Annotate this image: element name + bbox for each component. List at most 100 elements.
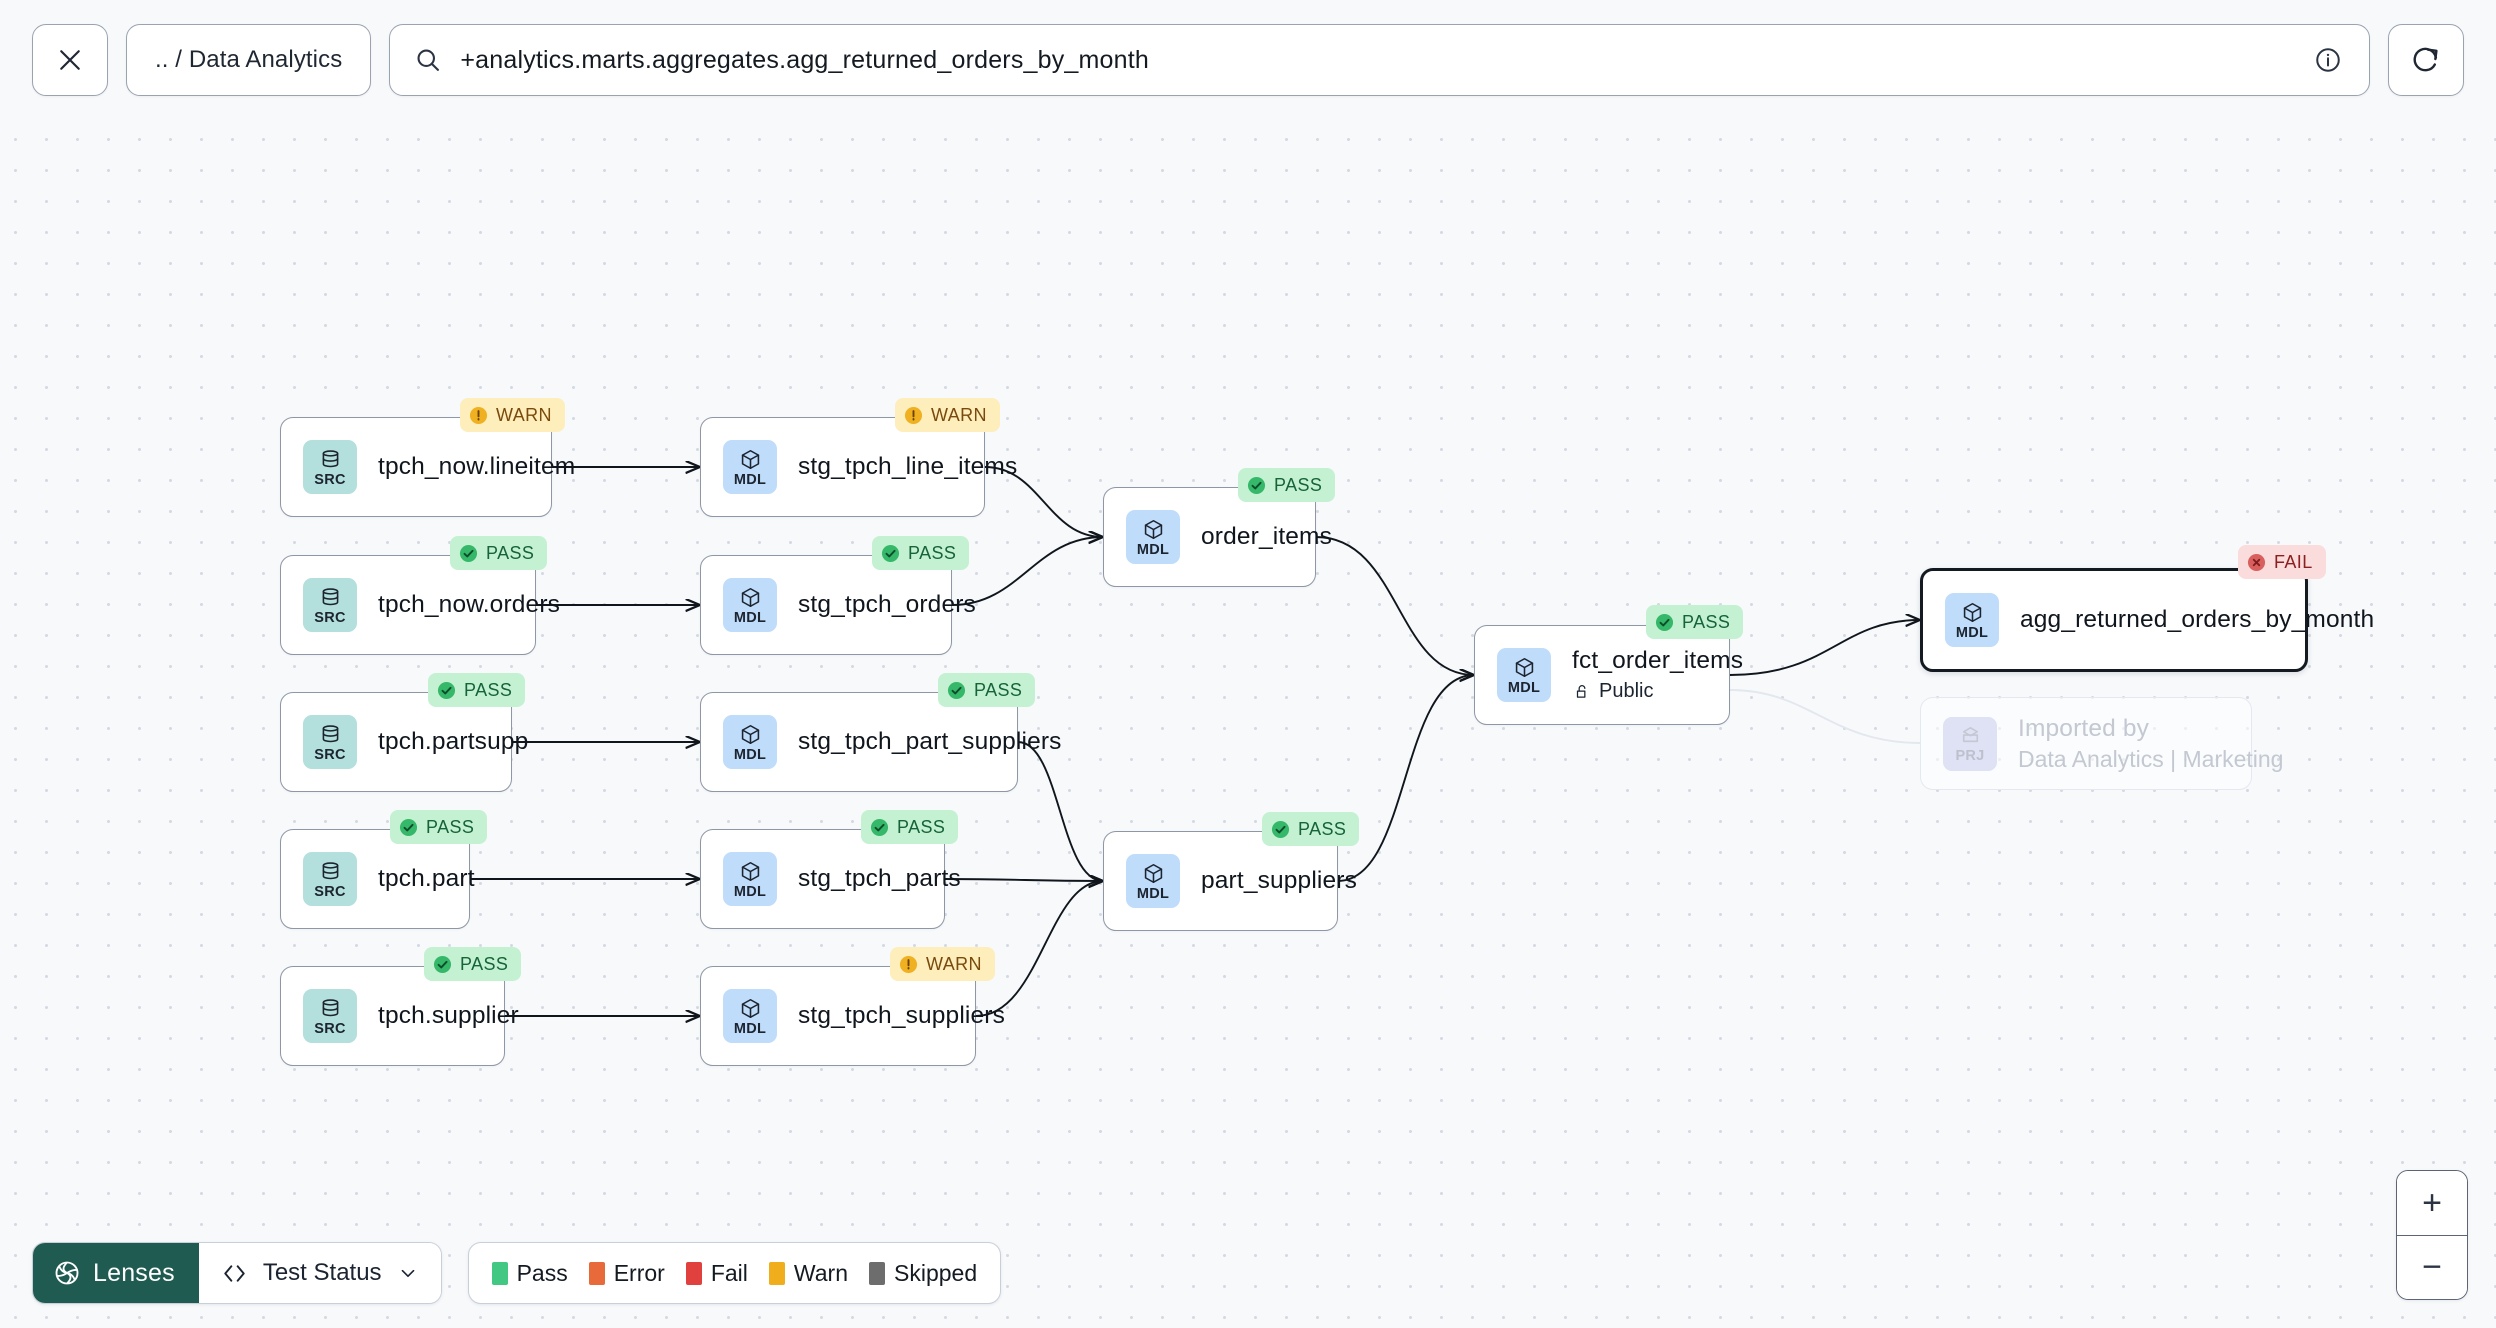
graph-node-part-suppliers[interactable]: MDL part_suppliers (1103, 831, 1357, 931)
node-text: stg_tpch_orders (798, 591, 976, 619)
close-button[interactable] (32, 24, 108, 96)
node-type-label: MDL (733, 471, 767, 488)
node-title: tpch.supplier (378, 1002, 519, 1029)
test-status-dropdown[interactable]: Test Status (198, 1243, 441, 1303)
database-icon (322, 862, 338, 880)
cube-icon (741, 724, 759, 744)
cube-icon (741, 998, 759, 1018)
node-title: tpch_now.orders (378, 591, 561, 618)
database-icon (322, 450, 338, 468)
lenses-aperture-icon (55, 1261, 79, 1285)
status-badge-src-partsupp: PASS (428, 673, 526, 707)
lenses-button[interactable]: Lenses (33, 1243, 199, 1303)
node-subtitle-label: Data Analytics | Marketing (2018, 745, 2284, 772)
graph-node-stg-line-items[interactable]: MDL stg_tpch_line_items (700, 417, 1018, 517)
graph-node-src-part[interactable]: SRC tpch.part (280, 829, 475, 929)
status-badge-label: PASS (974, 679, 1023, 700)
node-type-chip-mdl: MDL (723, 440, 777, 494)
status-badge-src-part: PASS (390, 810, 488, 844)
status-badge-label: PASS (464, 679, 513, 700)
node-type-chip-mdl: MDL (1126, 510, 1180, 564)
status-badge-label: WARN (926, 953, 982, 974)
status-badge-label: PASS (908, 542, 957, 563)
breadcrumb[interactable]: .. / Data Analytics (126, 24, 372, 96)
database-icon (322, 725, 338, 743)
node-type-label: MDL (1955, 624, 1989, 641)
status-badge-src-supplier: PASS (424, 947, 522, 981)
node-title: tpch.partsupp (378, 728, 529, 755)
check-circle-icon (870, 818, 889, 836)
zoom-controls: + − (2396, 1170, 2468, 1300)
node-text: tpch_now.lineitem (378, 453, 576, 481)
status-badge-label: PASS (1298, 818, 1347, 839)
search-icon (417, 49, 440, 71)
cube-icon (741, 861, 759, 881)
node-type-chip-src: SRC (303, 852, 357, 906)
legend-swatch (685, 1261, 702, 1285)
zoom-out-button[interactable]: − (2397, 1235, 2467, 1299)
refresh-button[interactable] (2388, 24, 2464, 96)
search-input[interactable]: +analytics.marts.aggregates.agg_returned… (460, 45, 1150, 74)
cube-icon (1515, 657, 1533, 677)
legend-item-warn[interactable]: Warn (768, 1259, 848, 1287)
legend-item-error[interactable]: Error (588, 1259, 665, 1287)
graph-node-src-partsupp[interactable]: SRC tpch.partsupp (280, 692, 529, 792)
legend-label: Warn (793, 1259, 848, 1286)
status-badge-label: PASS (426, 816, 475, 837)
node-title: tpch.part (378, 865, 475, 892)
graph-node-agg-returned-orders[interactable]: MDL agg_returned_orders_by_month (1920, 568, 2375, 672)
unlock-icon (1576, 684, 1586, 698)
node-type-label: MDL (1507, 679, 1541, 696)
zoom-in-button[interactable]: + (2397, 1171, 2467, 1235)
node-text: stg_tpch_parts (798, 865, 961, 893)
search-bar[interactable]: +analytics.marts.aggregates.agg_returned… (389, 24, 2370, 96)
node-type-label: MDL (1136, 885, 1170, 902)
node-title: stg_tpch_line_items (798, 453, 1018, 480)
node-text: part_suppliers (1201, 867, 1357, 895)
check-circle-icon (433, 955, 452, 973)
status-badge-stg-orders: PASS (872, 536, 970, 570)
warning-circle-icon (469, 406, 488, 424)
status-badge-label: PASS (486, 542, 535, 563)
node-title: tpch_now.lineitem (378, 453, 576, 480)
node-text: tpch.partsupp (378, 728, 529, 756)
node-type-chip-prj: PRJ (1943, 716, 1997, 771)
status-badge-part-suppliers: PASS (1262, 812, 1360, 846)
database-icon (322, 999, 338, 1017)
legend-swatch (491, 1261, 508, 1285)
legend-item-pass[interactable]: Pass (491, 1259, 568, 1287)
node-type-label: MDL (1136, 541, 1170, 558)
node-type-chip-src: SRC (303, 989, 357, 1043)
project-archive-icon (1962, 727, 1978, 743)
graph-node-src-orders[interactable]: SRC tpch_now.orders (280, 555, 561, 655)
legend-item-skipped[interactable]: Skipped (869, 1260, 977, 1287)
node-text: tpch_now.orders (378, 591, 561, 619)
legend-item-fail[interactable]: Fail (685, 1260, 748, 1287)
graph-node-src-supplier[interactable]: SRC tpch.supplier (280, 966, 519, 1066)
info-icon[interactable] (2313, 45, 2343, 75)
status-badge-label: PASS (1274, 474, 1323, 495)
legend-swatch (869, 1261, 885, 1285)
status-badge-src-orders: PASS (450, 536, 548, 570)
warning-circle-icon (899, 955, 918, 973)
check-circle-icon (399, 818, 418, 836)
node-type-chip-src: SRC (303, 578, 357, 632)
legend-label: Error (613, 1259, 665, 1286)
node-type-chip-src: SRC (303, 715, 357, 769)
node-subtitle: Data Analytics | Marketing (2018, 746, 2283, 773)
status-badge-fct-order-items: PASS (1646, 605, 1744, 639)
legend-label: Pass (516, 1259, 568, 1286)
node-title: agg_returned_orders_by_month (2020, 606, 2375, 633)
node-type-chip-mdl: MDL (1497, 648, 1551, 702)
node-type-label: PRJ (1955, 748, 1985, 765)
